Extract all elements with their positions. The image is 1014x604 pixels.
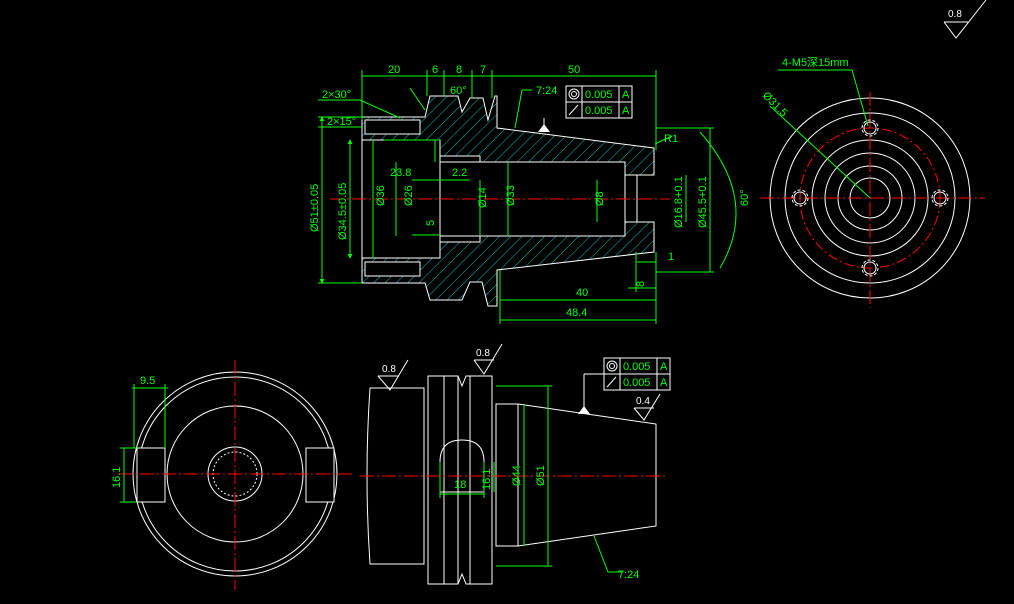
- dim-18: 18: [454, 479, 466, 491]
- dim-40: 40: [576, 287, 588, 299]
- dia-16-8: Ø16.8+0.1: [673, 176, 685, 228]
- dim-50: 50: [568, 64, 580, 76]
- height-dim: 16.1: [111, 467, 123, 488]
- thread-hole-bottom: [364, 261, 421, 277]
- dim-1: 1: [668, 251, 674, 263]
- dim-20: 20: [388, 64, 400, 76]
- roughness-symbol-top-right: 0.8: [943, 0, 987, 39]
- dia-44: Ø44: [511, 465, 523, 486]
- dim-23-8: 23.8: [390, 167, 411, 179]
- dia-34-5: Ø34.5±0.05: [337, 183, 349, 240]
- gdt-value-2: 0.005: [585, 105, 613, 117]
- dia-14: Ø14: [477, 187, 489, 208]
- gdt-frame-section: 0.005 A 0.005 A: [538, 85, 633, 132]
- roughness-symbol-taper: 0.4: [633, 393, 661, 421]
- taper-label: 7:24: [536, 85, 557, 97]
- gdt-datum-1: A: [622, 89, 630, 101]
- section-view: 0.005 A 0.005 A 20 6 8 7 50 2×30° 2×15° …: [309, 64, 751, 324]
- dia-51-front: Ø51: [535, 465, 547, 486]
- thread-note: 4-M5深15mm: [782, 56, 849, 69]
- dim-6: 6: [432, 64, 438, 76]
- dia-36: Ø36: [375, 185, 387, 206]
- taper-label-front: 7:24: [618, 569, 639, 581]
- left-view: 9.5 16.1: [111, 360, 352, 590]
- angle-label: 60°: [450, 85, 467, 97]
- svg-text:0.8: 0.8: [476, 348, 490, 359]
- dim-48-4: 48.4: [566, 307, 587, 319]
- dim-16-1: 16.1: [481, 469, 493, 490]
- thread-hole-top: [364, 119, 421, 135]
- pcd-label: Ø31.5: [760, 90, 790, 120]
- dia-45-5: Ø45.5+0.1: [697, 176, 709, 228]
- dia-8: Ø8: [594, 191, 606, 206]
- end-view: 4-M5深15mm Ø31.5: [760, 56, 985, 308]
- dim-8-bottom: 8: [635, 281, 647, 287]
- dia-26: Ø26: [403, 185, 415, 206]
- width-dim: 9.5: [140, 375, 155, 387]
- radius-label: R1: [664, 133, 678, 145]
- svg-text:0.8: 0.8: [382, 364, 396, 375]
- gdt-frame-front: 0.005 A 0.005 A: [578, 357, 671, 414]
- angle-side: 60°: [739, 189, 751, 206]
- dim-5: 5: [425, 220, 437, 226]
- svg-text:A: A: [660, 361, 668, 373]
- dim-8: 8: [456, 64, 462, 76]
- chamfer-label-2: 2×15°: [327, 116, 356, 128]
- dim-7: 7: [480, 64, 486, 76]
- dia-51: Ø51±0.05: [309, 184, 321, 232]
- gdt-datum-2: A: [622, 105, 630, 117]
- gdt-value-1: 0.005: [585, 89, 613, 101]
- dim-2-2: 2.2: [452, 167, 467, 179]
- roughness-value: 0.8: [948, 9, 962, 20]
- svg-text:0.005: 0.005: [623, 377, 651, 389]
- roughness-symbol-front-mid: 0.8: [473, 343, 503, 375]
- front-view: 0.8 0.8 0.4 0.005 A 0.005 A: [360, 343, 671, 585]
- dia-33: Ø33: [505, 185, 517, 206]
- chamfer-label-1: 2×30°: [322, 89, 351, 101]
- svg-text:0.005: 0.005: [623, 361, 651, 373]
- svg-text:0.4: 0.4: [636, 396, 650, 407]
- roughness-symbol-front-left: 0.8: [377, 359, 409, 391]
- svg-text:A: A: [660, 377, 668, 389]
